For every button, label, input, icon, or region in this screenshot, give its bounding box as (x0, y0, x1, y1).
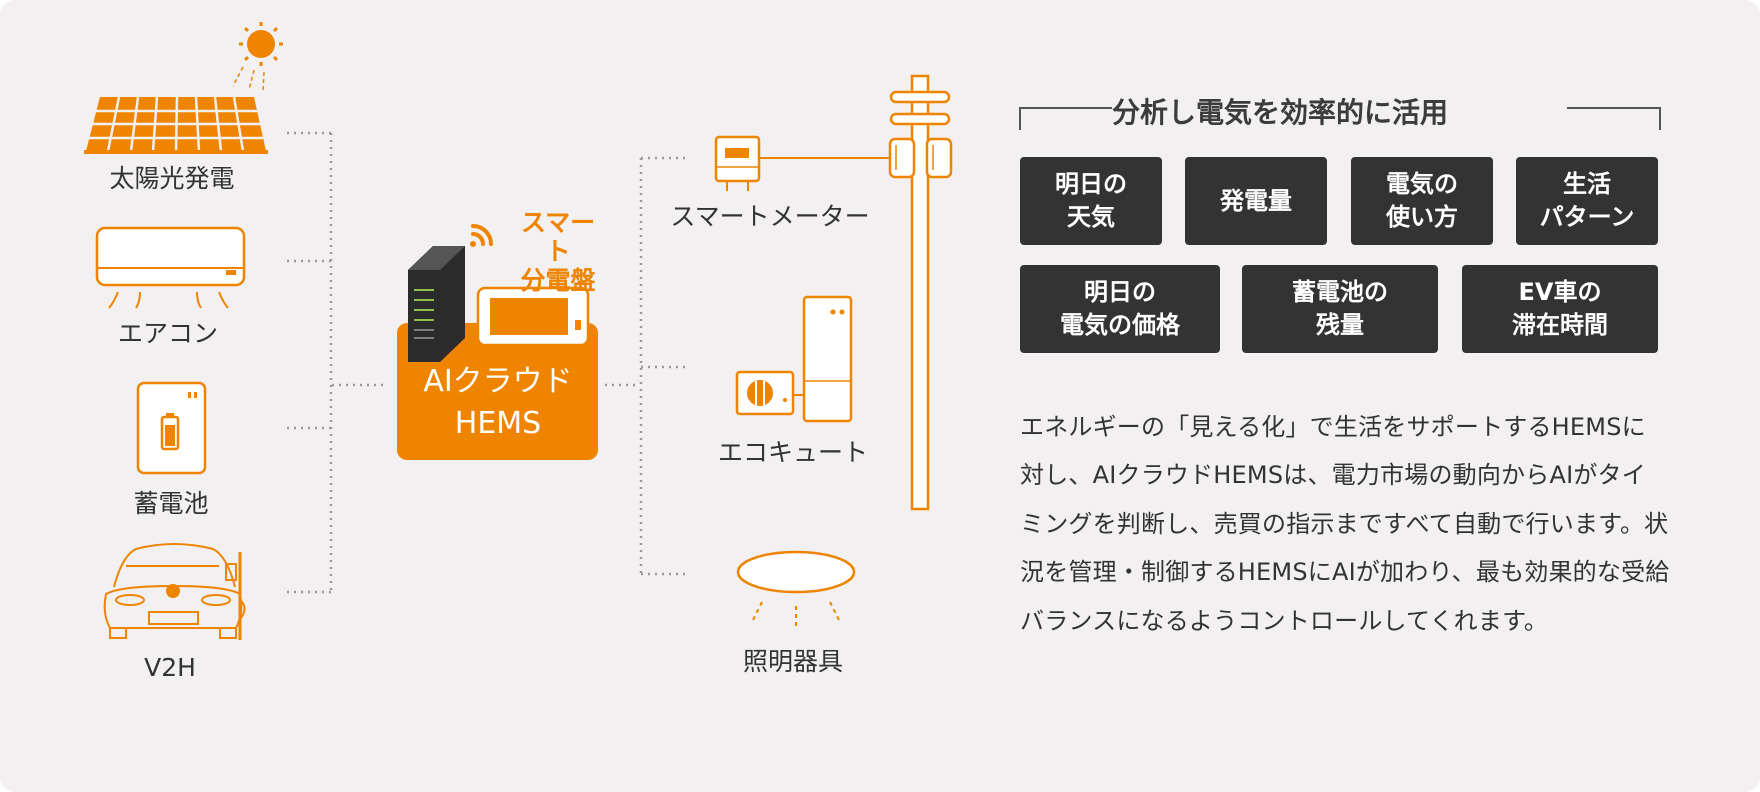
smart-meter-label: スマートメーター (670, 202, 870, 231)
hems-box (397, 323, 598, 460)
lighting-label: 照明器具 (742, 647, 844, 676)
aircon-label: エアコン (117, 319, 219, 348)
tablet-icon (476, 286, 590, 347)
description: エネルギーの「見える化」で生活をサポートするHEMSに対し、AIクラウドHEMS… (1020, 413, 1670, 635)
factor-box-usage: 電気の 使い方 (1351, 157, 1493, 245)
smart-panel-label: スマート 分電盤 (520, 208, 596, 295)
factor-box-ev: EV車の 滞在時間 (1462, 265, 1658, 353)
solar-label: 太陽光発電 (109, 164, 235, 193)
factor-box-generation: 発電量 (1185, 157, 1327, 245)
battery-icon (136, 381, 207, 475)
battery-label: 蓄電池 (133, 489, 209, 518)
smart-meter-icon (714, 135, 891, 191)
factor-box-lifestyle: 生活 パターン (1516, 157, 1658, 245)
panel-bracket (1019, 107, 1661, 130)
utility-pole-icon (888, 74, 953, 511)
factor-box-price: 明日の 電気の価格 (1020, 265, 1220, 353)
factor-box-weather: 明日の 天気 (1020, 157, 1162, 245)
solar-panel-icon (84, 96, 268, 154)
panel-title: 分析し電気を効率的に活用 (1112, 96, 1449, 129)
factor-box-battery: 蓄電池の 残量 (1242, 265, 1438, 353)
wifi-icon (470, 224, 493, 247)
right-connectors (605, 156, 690, 576)
air-conditioner-icon (95, 226, 246, 309)
hems-label: AIクラウド HEMS (423, 364, 573, 441)
sun-icon (232, 22, 283, 93)
heat-pump-icon (735, 295, 853, 423)
server-icon (408, 246, 465, 362)
v2h-label: V2H (144, 653, 196, 682)
ceiling-light-icon (736, 550, 856, 630)
ev-car-icon (103, 543, 246, 640)
left-connectors (287, 131, 386, 594)
ecocute-label: エコキュート (717, 438, 869, 467)
